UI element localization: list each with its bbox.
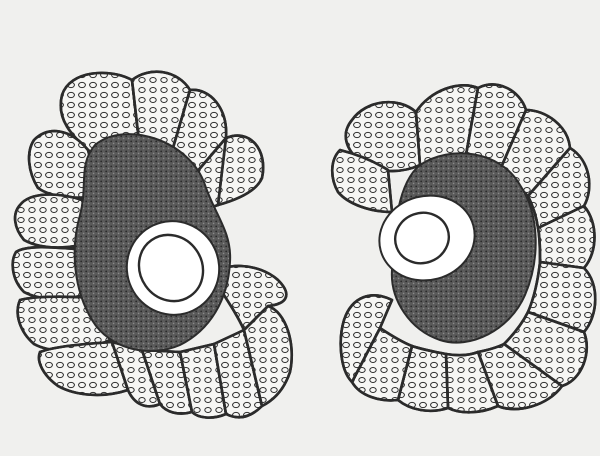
left-lobe-cells (218, 136, 263, 205)
right-cross-section (332, 84, 595, 412)
left-cross-section (13, 72, 292, 418)
